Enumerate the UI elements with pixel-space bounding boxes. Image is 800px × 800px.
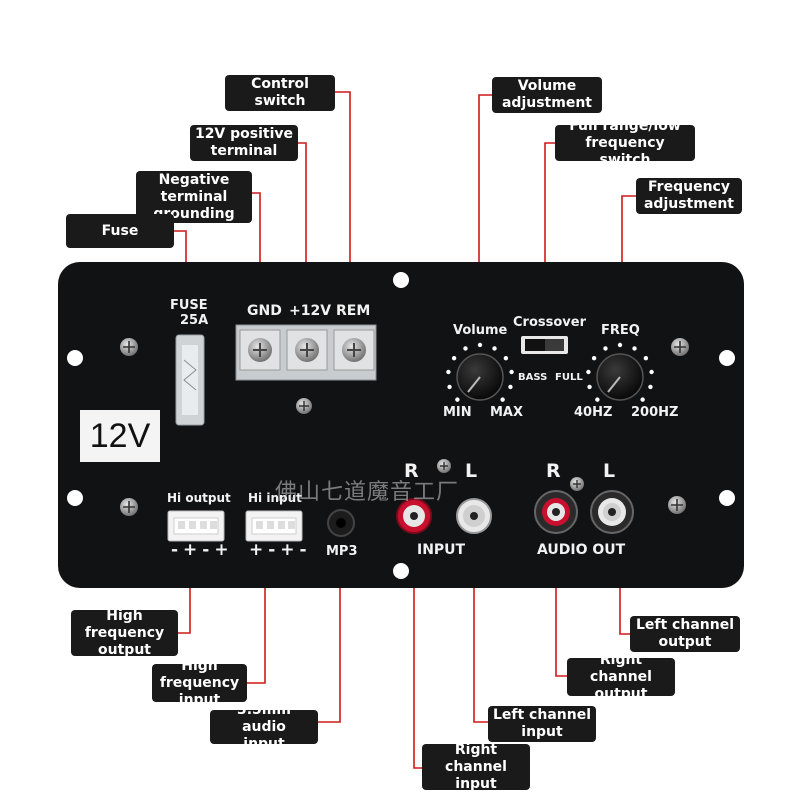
callout-range-switch: Full range/low frequency switch	[555, 118, 695, 168]
scale-dot	[640, 397, 645, 402]
scale-dot	[648, 384, 653, 390]
leader-control-switch	[335, 91, 351, 328]
fuse-label: FUSE	[170, 298, 208, 313]
fuse-rating: 25A	[180, 313, 209, 328]
freq-max-label: 200HZ	[631, 405, 679, 420]
input-label: INPUT	[417, 542, 466, 558]
mounting-hole	[67, 350, 83, 366]
scale-dot	[463, 346, 468, 351]
crossover-label: Crossover	[513, 315, 586, 330]
scale-dot	[508, 384, 513, 390]
scale-dot	[451, 355, 457, 361]
crossover-switch[interactable]	[521, 336, 568, 354]
callout-right-channel-input: Right channel input	[422, 742, 530, 792]
scale-dot	[591, 355, 597, 361]
callout-left-channel-output: Left channel output	[630, 616, 740, 652]
rca-output-right[interactable]	[534, 490, 578, 534]
callout-hf-output: High frequency output	[71, 608, 178, 658]
scale-dot	[455, 397, 460, 402]
scale-dot	[447, 384, 452, 390]
callout-volume-adjustment: Volume adjustment	[492, 77, 602, 113]
freq-min-label: 40HZ	[574, 405, 613, 420]
scale-dot	[477, 342, 483, 348]
scale-dot	[632, 346, 637, 351]
screw-icon	[570, 477, 584, 491]
bass-label: BASS	[518, 372, 548, 383]
hi-output-polarity: -+-+	[171, 540, 234, 560]
callout-left-channel-input: Left channel input	[488, 706, 596, 742]
mounting-hole	[719, 490, 735, 506]
voltage-label: 12V	[80, 410, 160, 462]
rem-label: REM	[336, 303, 371, 319]
screw-icon	[120, 338, 138, 356]
volume-min-label: MIN	[443, 405, 472, 420]
callout-negative-terminal: Negative terminal grounding	[136, 171, 252, 223]
rca-output-left[interactable]	[590, 490, 634, 534]
hi-input-polarity: +-+-	[249, 540, 312, 560]
mp3-label: MP3	[326, 544, 358, 559]
rca-input-left[interactable]	[456, 498, 492, 534]
callout-frequency-adjustment: Frequency adjustment	[636, 178, 742, 214]
watermark: 佛山七道魔音工厂	[275, 480, 460, 505]
freq-label: FREQ	[601, 323, 640, 338]
mounting-hole	[393, 563, 409, 579]
hi-output-connector[interactable]	[167, 510, 225, 542]
scale-dot	[509, 369, 514, 375]
full-label: FULL	[555, 372, 583, 383]
screw-icon	[437, 459, 451, 473]
leader-aux-input	[318, 530, 341, 723]
plus12v-label: +12V	[289, 303, 332, 319]
volume-max-label: MAX	[490, 405, 524, 420]
hi-input-label: Hi input	[248, 491, 302, 505]
scale-dot	[500, 397, 505, 402]
screw-icon	[120, 498, 138, 516]
scale-dot	[649, 369, 654, 375]
scale-dot	[617, 342, 623, 348]
input-r-label: R	[404, 460, 419, 482]
fuse-holder	[175, 334, 205, 426]
scale-dot	[595, 397, 600, 402]
output-l-label: L	[603, 460, 616, 482]
volume-label: Volume	[453, 323, 508, 338]
scale-dot	[603, 346, 608, 351]
gnd-label: GND	[247, 303, 282, 319]
output-r-label: R	[546, 460, 561, 482]
input-l-label: L	[465, 460, 478, 482]
scale-dot	[643, 355, 649, 361]
audio-out-label: AUDIO OUT	[537, 542, 626, 558]
scale-dot	[587, 384, 592, 390]
volume-knob[interactable]	[446, 342, 514, 402]
scale-dot	[492, 346, 497, 351]
callout-control-switch: Control switch	[225, 75, 335, 111]
mounting-hole	[719, 350, 735, 366]
screw-icon	[668, 496, 686, 514]
mounting-hole	[67, 490, 83, 506]
mounting-hole	[393, 272, 409, 288]
mp3-jack[interactable]	[327, 509, 355, 537]
scale-dot	[503, 355, 509, 361]
hi-output-label: Hi output	[167, 491, 231, 505]
frequency-knob[interactable]	[586, 342, 654, 402]
rca-input-right[interactable]	[396, 498, 432, 534]
hi-input-connector[interactable]	[245, 510, 303, 542]
power-terminal-block	[235, 324, 377, 381]
callout-positive-terminal: 12V positive terminal	[190, 125, 298, 161]
scale-dot	[586, 369, 591, 375]
leader-left-in	[473, 530, 488, 723]
screw-icon	[296, 398, 312, 414]
scale-dot	[446, 369, 451, 375]
screw-icon	[671, 338, 689, 356]
callout-fuse: Fuse	[66, 214, 174, 248]
leader-right-in	[413, 530, 422, 769]
